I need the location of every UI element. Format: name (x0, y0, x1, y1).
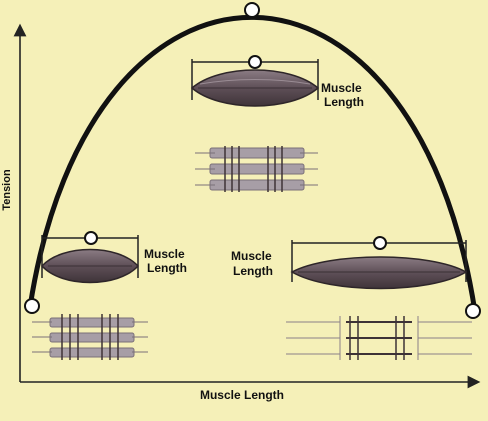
muscle-short (40, 231, 140, 284)
sarcomere-optimal (195, 146, 318, 192)
sarcomere-long (286, 316, 472, 360)
label-right-length: Length (233, 264, 273, 278)
curve-point-right (465, 303, 481, 319)
label-top-length: Length (324, 95, 364, 109)
muscle-long (290, 236, 468, 290)
label-left-length: Length (147, 261, 187, 275)
sarcomere-short (32, 314, 148, 360)
x-axis-label: Muscle Length (200, 388, 284, 402)
curve-point-left (24, 298, 40, 314)
label-right-muscle: Muscle (231, 249, 272, 263)
muscle-optimal (190, 55, 320, 107)
y-axis-label: Tension (1, 169, 13, 211)
label-left-muscle: Muscle (144, 247, 185, 261)
curve-point-peak (244, 2, 260, 18)
label-top-muscle: Muscle (321, 81, 362, 95)
